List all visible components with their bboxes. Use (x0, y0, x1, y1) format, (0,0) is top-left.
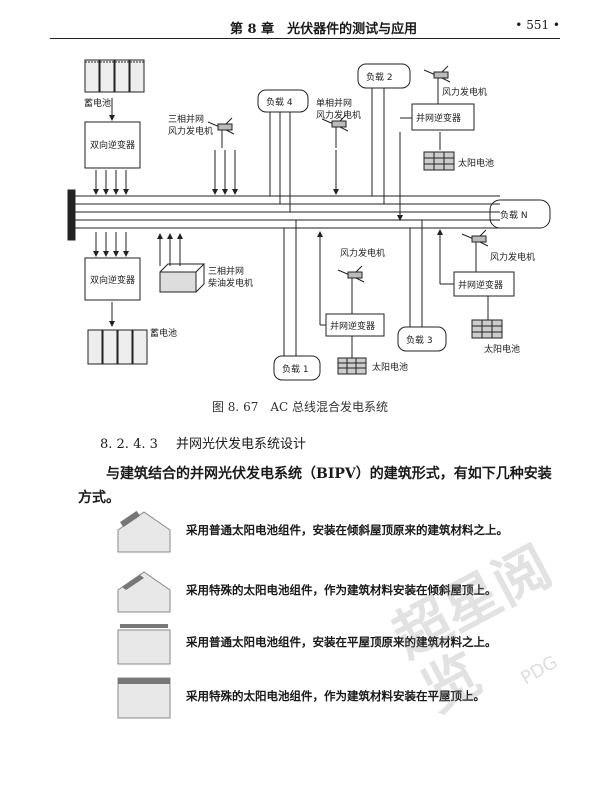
label-load-n: 负载 N (500, 209, 528, 221)
label-grid-inverter-right: 并网逆变器 (458, 279, 503, 291)
figure-caption: 图 8. 67 AC 总线混合发电系统 (211, 400, 388, 414)
label-bidir-inverter-bottom: 双向逆变器 (90, 274, 135, 286)
bidir-inverter-top (84, 121, 141, 169)
page-header: 第 8 章 光伏器件的测试与应用 • 551 • (50, 16, 560, 39)
page-number: • 551 • (515, 18, 560, 32)
load-4 (257, 89, 309, 113)
sloped-roof-special-module-icon (117, 571, 171, 613)
battery-bank-bottom (87, 329, 148, 365)
load-n (489, 199, 551, 229)
label-single-phase-wind-2: 风力发电机 (316, 109, 361, 121)
option-3: 采用普通太阳电池组件，安装在平屋顶原来的建筑材料之上。 (114, 622, 574, 666)
label-solar-mid: 太阳电池 (372, 361, 408, 373)
section-heading: 8. 2. 4. 3 并网光伏发电系统设计 (100, 433, 320, 452)
label-single-phase-wind-1: 单相并网 (316, 97, 352, 109)
grid-inverter-top (411, 103, 475, 131)
label-grid-inverter-top: 并网逆变器 (416, 112, 461, 124)
option-3-text: 采用普通太阳电池组件，安装在平屋顶原来的建筑材料之上。 (186, 635, 497, 649)
option-1-text: 采用普通太阳电池组件，安装在倾斜屋顶原来的建筑材料之上。 (186, 523, 508, 537)
diesel-generator-icon (159, 263, 206, 293)
label-three-phase-wind-2: 风力发电机 (168, 125, 213, 137)
flat-roof-special-module-icon (117, 677, 171, 719)
label-diesel-1: 三相并网 (208, 265, 244, 277)
chapter-title: 第 8 章 光伏器件的测试与应用 (230, 22, 418, 37)
label-load-3: 负载 3 (406, 334, 433, 346)
option-2-text: 采用特殊的太阳电池组件，作为建筑材料安装在倾斜屋顶上。 (186, 583, 497, 597)
solar-panel-top-icon (423, 151, 455, 171)
battery-bank-top (84, 59, 145, 93)
label-battery-top: 蓄电池 (84, 97, 111, 109)
label-battery-bottom: 蓄电池 (150, 327, 177, 339)
label-bidir-inverter-top: 双向逆变器 (90, 139, 135, 151)
bus-terminal (67, 189, 76, 241)
label-load-1: 负载 1 (282, 363, 309, 375)
section-title: 并网光伏发电系统设计 (176, 437, 307, 452)
label-grid-inverter-mid: 并网逆变器 (330, 320, 375, 332)
wind-turbine-top-icon (423, 65, 451, 100)
sloped-roof-ordinary-module-icon (117, 510, 171, 553)
label-three-phase-wind-1: 三相并网 (168, 113, 204, 125)
label-diesel-2: 柴油发电机 (208, 277, 253, 289)
wind-turbine-three-phase-icon (207, 117, 235, 148)
option-2: 采用特殊的太阳电池组件，作为建筑材料安装在倾斜屋顶上。 (114, 570, 574, 614)
label-wind-top: 风力发电机 (442, 86, 487, 98)
option-1: 采用普通太阳电池组件，安装在倾斜屋顶原来的建筑材料之上。 (114, 510, 574, 554)
label-solar-top: 太阳电池 (458, 157, 494, 169)
label-load-2: 负载 2 (366, 71, 393, 83)
body-paragraph: 与建筑结合的并网光伏发电系统（BIPV）的建筑形式，有如下几种安装方式。 (78, 466, 552, 506)
label-solar-right: 太阳电池 (484, 343, 520, 355)
option-4-text: 采用特殊的太阳电池组件，作为建筑材料安装在平屋顶上。 (186, 689, 485, 703)
solar-panel-right-icon (471, 319, 503, 339)
bidir-inverter-bottom (84, 257, 141, 301)
label-load-4: 负载 4 (266, 96, 293, 108)
section-number: 8. 2. 4. 3 (100, 437, 158, 452)
ac-bus-hybrid-diagram: 蓄电池 双向逆变器 双向逆变器 蓄电池 三相并网 风力发电机 负载 4 单相并网… (67, 59, 551, 381)
flat-roof-ordinary-module-icon (117, 624, 171, 665)
load-1 (273, 355, 321, 381)
label-wind-right: 风力发电机 (490, 251, 535, 263)
wind-turbine-mid-icon (337, 265, 365, 302)
solar-panel-mid-icon (337, 357, 367, 375)
wind-turbine-right-icon (461, 229, 489, 268)
option-4: 采用特殊的太阳电池组件，作为建筑材料安装在平屋顶上。 (114, 676, 574, 720)
wind-turbine-single-phase-icon (321, 114, 349, 148)
label-wind-mid: 风力发电机 (340, 247, 385, 259)
